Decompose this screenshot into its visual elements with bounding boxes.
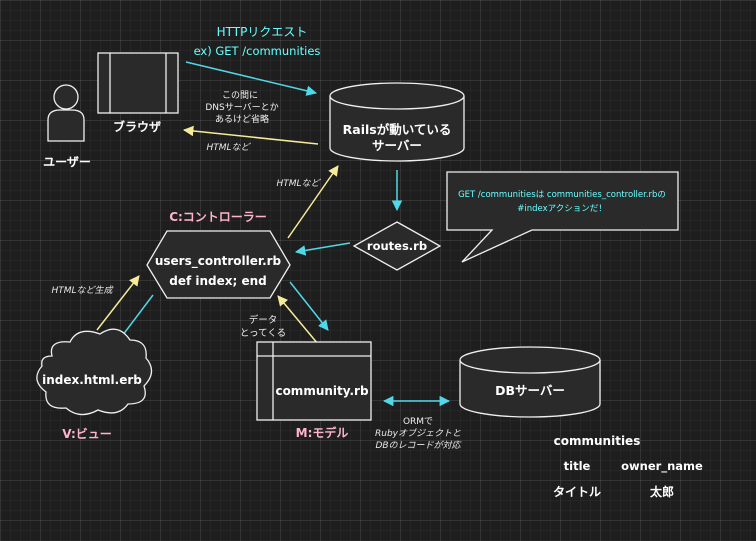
arrows	[96, 61, 451, 407]
view-title: V:ビュー	[62, 426, 112, 441]
dns-note-line3: あるけど省略	[215, 113, 269, 125]
controller-label-line1: users_controller.rb	[155, 254, 282, 269]
html-return-label: HTMLなど	[206, 142, 251, 153]
user-label: ユーザー	[43, 155, 91, 169]
rails-server-label-line2: サーバー	[372, 138, 422, 153]
browser-box	[97, 52, 179, 114]
http-example-label: ex) GET /communities	[194, 44, 321, 58]
arrow-controller-to-server	[287, 165, 339, 239]
table-column-title: title	[564, 459, 591, 473]
orm-note-line3: DBのレコードが対応	[375, 440, 462, 451]
view-cloud	[36, 328, 153, 416]
arrow-browser-to-server	[185, 61, 318, 96]
model-label: community.rb	[275, 384, 368, 398]
routes-label: routes.rb	[367, 239, 427, 253]
dns-note-line2: DNSサーバーとか	[205, 102, 278, 113]
arrow-server-to-browser	[182, 125, 319, 145]
callout-line2: #indexアクションだ！	[517, 204, 606, 214]
table-column-owner-name: owner_name	[621, 459, 703, 474]
rails-server-cylinder	[329, 82, 465, 162]
arrow-controller-to-model	[289, 281, 329, 331]
callout-bubble	[446, 171, 679, 263]
rails-server-label-line1: Railsが動いている	[343, 122, 452, 137]
html-to-server-label: HTMLなど	[276, 178, 321, 189]
arrow-model-to-controller	[277, 295, 319, 345]
view-label: index.html.erb	[42, 373, 142, 387]
table-value-title: タイトル	[553, 485, 601, 499]
user-icon	[47, 84, 85, 142]
controller-hexagon	[146, 230, 291, 299]
callout-line1: GET /communitiesは communities_controller…	[458, 190, 666, 200]
html-generate-label: HTMLなど生成	[51, 285, 114, 296]
db-server-cylinder	[459, 346, 601, 418]
orm-note-line2: Rubyオブジェクトと	[375, 428, 461, 439]
db-server-label: DBサーバー	[495, 383, 565, 398]
table-value-owner-name: 太郎	[650, 484, 674, 499]
routes-diamond	[352, 221, 442, 271]
controller-title: C:コントローラー	[169, 210, 267, 224]
browser-label: ブラウザ	[113, 119, 161, 134]
orm-note-line1: ORMで	[403, 417, 433, 427]
controller-label-line2: def index; end	[169, 274, 267, 288]
data-fetch-line2: とってくる	[240, 328, 286, 339]
arrow-view-to-controller	[96, 275, 140, 331]
model-title: M:モデル	[296, 425, 349, 440]
http-request-label: HTTPリクエスト	[217, 25, 308, 39]
table-name: communities	[554, 434, 641, 448]
arrow-routes-to-controller	[294, 242, 351, 256]
data-fetch-line1: データ	[249, 314, 278, 326]
dns-note-line1: この間に	[222, 90, 258, 101]
model-box	[256, 341, 372, 421]
